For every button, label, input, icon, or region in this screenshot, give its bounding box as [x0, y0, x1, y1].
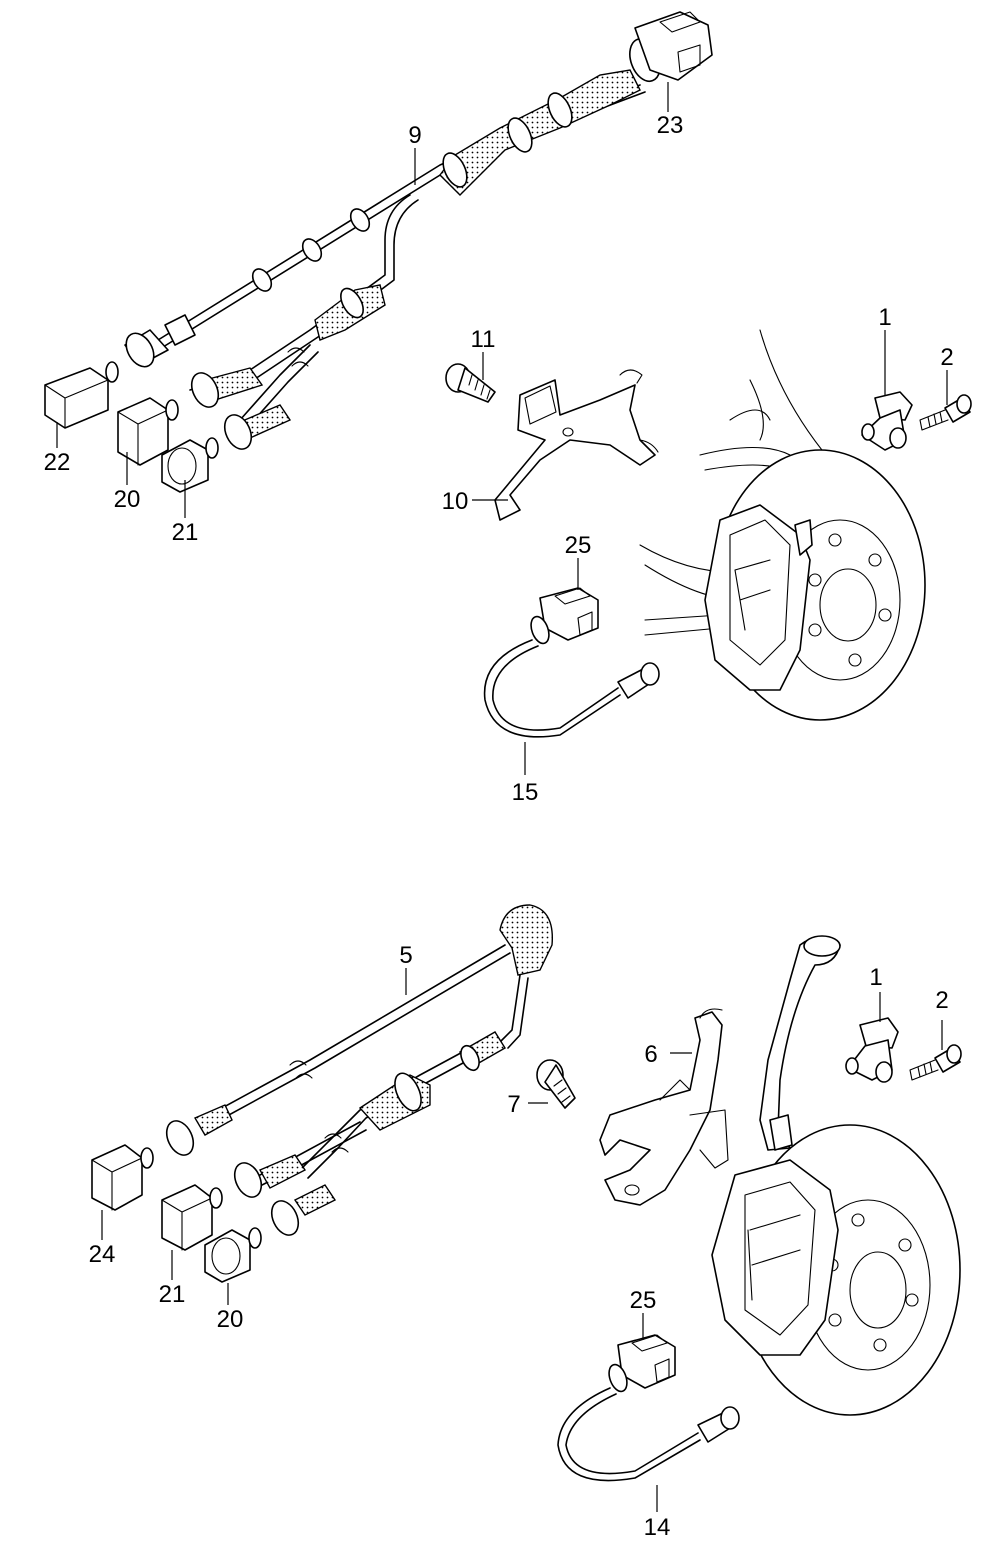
lower-leaders: [101, 968, 943, 1512]
callout-upper-23: 23: [657, 112, 684, 139]
callout-lower-5: 5: [399, 942, 412, 969]
callout-lower-25: 25: [630, 1287, 657, 1314]
lower-bolt-7: [536, 1059, 576, 1109]
upper-bracket-10: [494, 369, 659, 521]
callout-lower-7: 7: [507, 1091, 520, 1118]
callout-lower-1: 1: [869, 964, 882, 991]
upper-leaders: [56, 82, 948, 775]
callout-lower-20: 20: [217, 1306, 244, 1333]
upper-connector-22: [44, 314, 196, 429]
lower-wear-sensor-14: [557, 1334, 740, 1482]
lower-brake-assembly: [711, 935, 961, 1416]
upper-connector-23: [629, 11, 713, 83]
callout-upper-9: 9: [408, 122, 421, 149]
upper-brake-assembly: [639, 329, 926, 721]
callout-lower-14: 14: [644, 1514, 671, 1541]
lower-connector-24: [91, 1120, 195, 1211]
lower-bolt-2: [909, 1044, 962, 1081]
callout-upper-2: 2: [940, 344, 953, 371]
callout-lower-21: 21: [159, 1281, 186, 1308]
callout-upper-20: 20: [114, 486, 141, 513]
callout-upper-22: 22: [44, 449, 71, 476]
callout-lower-6: 6: [644, 1041, 657, 1068]
lower-connector-21: [161, 1162, 263, 1251]
upper-bolt-2: [919, 394, 972, 431]
lower-wiring-harness: [193, 904, 554, 1216]
callout-upper-15: 15: [512, 779, 539, 806]
callout-upper-11: 11: [471, 326, 496, 353]
callout-lower-24: 24: [89, 1241, 116, 1268]
callout-labels: 9 23 22 20 21 11 10 1 2 25 15 5 1 2 6 7 …: [44, 112, 954, 1541]
upper-bolt-11: [445, 363, 496, 403]
upper-wiring-harness: [149, 69, 646, 439]
lower-bracket-6: [599, 1008, 729, 1206]
lower-sensor-1: [845, 1017, 899, 1083]
callout-lower-2: 2: [935, 987, 948, 1014]
upper-sensor-1: [861, 391, 913, 451]
callout-upper-21: 21: [172, 519, 199, 546]
upper-connector-21: [161, 414, 253, 493]
callout-upper-10: 10: [442, 488, 469, 515]
upper-wear-sensor-15: [483, 587, 660, 738]
lower-connector-20: [204, 1200, 300, 1283]
callout-upper-25: 25: [565, 532, 592, 559]
upper-connector-20: [117, 372, 220, 466]
callout-upper-1: 1: [878, 304, 891, 331]
